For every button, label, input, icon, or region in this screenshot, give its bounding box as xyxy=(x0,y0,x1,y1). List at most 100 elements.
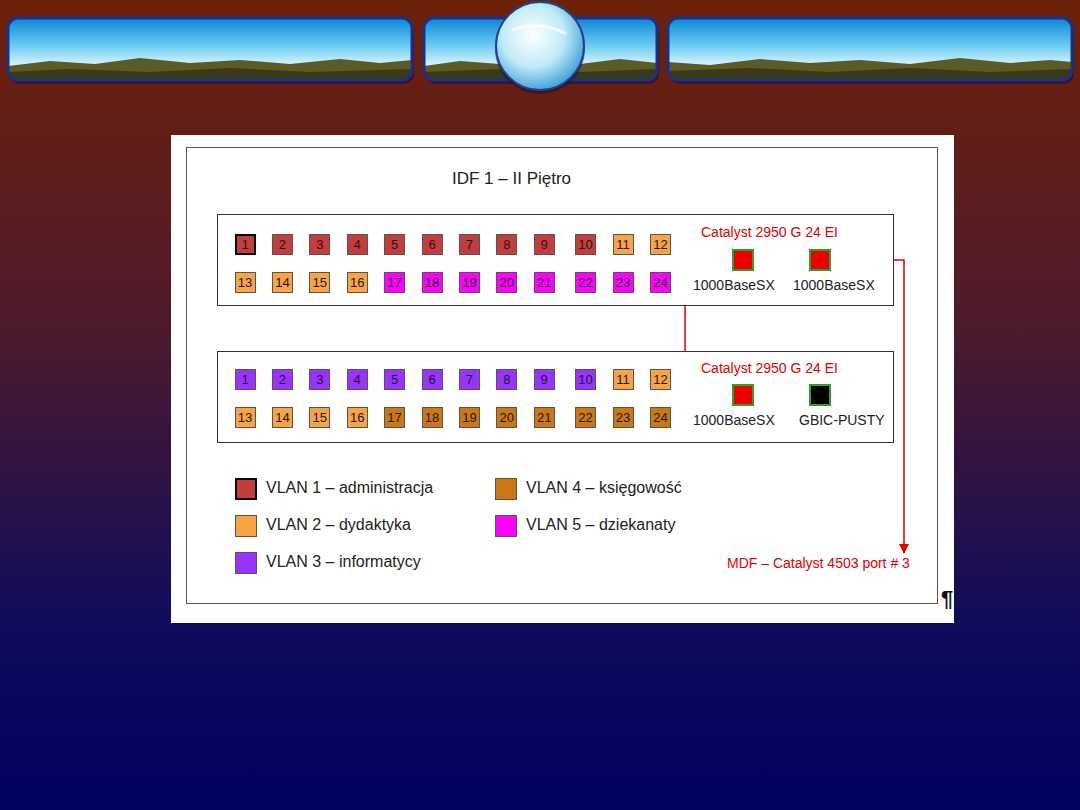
switch-model: Catalyst 2950 G 24 EI xyxy=(701,224,838,240)
port-square: 5 xyxy=(384,234,405,255)
port-number: 5 xyxy=(391,238,398,251)
port-square: 15 xyxy=(309,272,330,293)
gbic-module: 1000BaseSX xyxy=(732,249,754,271)
port-number: 15 xyxy=(313,411,327,424)
port-number: 4 xyxy=(354,373,361,386)
port-number: 23 xyxy=(616,411,630,424)
module-label: 1000BaseSX xyxy=(693,277,775,293)
port-number: 11 xyxy=(616,373,630,386)
port-square: 19 xyxy=(459,407,480,428)
legend-text: VLAN 3 – informatycy xyxy=(266,553,421,571)
port-number: 16 xyxy=(350,276,364,289)
port-number: 19 xyxy=(462,411,476,424)
port-square: 4 xyxy=(347,234,368,255)
port-square: 7 xyxy=(459,369,480,390)
port-number: 9 xyxy=(541,238,548,251)
port-square: 22 xyxy=(575,407,596,428)
port-square: 7 xyxy=(459,234,480,255)
legend-text: VLAN 4 – księgowość xyxy=(526,479,682,497)
switch-box: Catalyst 2950 G 24 EI1234567891011121314… xyxy=(217,351,894,443)
port-number: 2 xyxy=(279,373,286,386)
legend-text: VLAN 5 – dziekanaty xyxy=(526,516,675,534)
port-number: 24 xyxy=(653,276,667,289)
port-square: 13 xyxy=(235,272,256,293)
gbic-module: 1000BaseSX xyxy=(809,249,831,271)
port-square: 24 xyxy=(650,407,671,428)
port-square: 10 xyxy=(575,234,596,255)
port-number: 11 xyxy=(616,238,630,251)
port-square: 12 xyxy=(650,234,671,255)
port-number: 13 xyxy=(238,411,252,424)
port-number: 4 xyxy=(354,238,361,251)
port-number: 22 xyxy=(578,411,592,424)
port-number: 16 xyxy=(350,411,364,424)
port-number: 18 xyxy=(425,411,439,424)
port-square: 17 xyxy=(384,407,405,428)
port-square: 8 xyxy=(496,234,517,255)
port-number: 8 xyxy=(503,238,510,251)
port-square: 2 xyxy=(272,234,293,255)
port-number: 1 xyxy=(241,373,248,386)
port-number: 14 xyxy=(275,276,289,289)
legend-swatch xyxy=(235,515,257,537)
module-label: 1000BaseSX xyxy=(793,277,875,293)
uplink-target: MDF – Catalyst 4503 port # 3 xyxy=(725,554,912,572)
port-square: 17 xyxy=(384,272,405,293)
port-number: 10 xyxy=(578,373,592,386)
port-square: 9 xyxy=(534,234,555,255)
port-square: 11 xyxy=(613,234,634,255)
port-number: 5 xyxy=(391,373,398,386)
port-number: 10 xyxy=(578,238,592,251)
port-square: 2 xyxy=(272,369,293,390)
port-square: 15 xyxy=(309,407,330,428)
legend-swatch xyxy=(235,552,257,574)
port-square: 14 xyxy=(272,272,293,293)
port-number: 23 xyxy=(616,276,630,289)
legend-swatch xyxy=(495,515,517,537)
port-square: 11 xyxy=(613,369,634,390)
port-number: 8 xyxy=(503,373,510,386)
port-number: 14 xyxy=(275,411,289,424)
frame xyxy=(187,148,938,604)
port-number: 18 xyxy=(425,276,439,289)
legend-swatch xyxy=(235,478,257,500)
port-number: 3 xyxy=(316,238,323,251)
port-number: 6 xyxy=(428,373,435,386)
port-square: 21 xyxy=(534,272,555,293)
port-number: 12 xyxy=(653,238,667,251)
port-square: 4 xyxy=(347,369,368,390)
port-square: 5 xyxy=(384,369,405,390)
port-number: 20 xyxy=(500,276,514,289)
legend-swatch xyxy=(495,478,517,500)
port-square: 12 xyxy=(650,369,671,390)
legend-text: VLAN 1 – administracja xyxy=(266,479,433,497)
switch-box: Catalyst 2950 G 24 EI1234567891011121314… xyxy=(217,214,894,306)
port-square: 22 xyxy=(575,272,596,293)
gbic-module: 1000BaseSX xyxy=(732,384,754,406)
port-number: 13 xyxy=(238,276,252,289)
port-number: 21 xyxy=(537,276,551,289)
port-number: 24 xyxy=(653,411,667,424)
uplink-label: MDF – Catalyst 4503 port # 3 xyxy=(727,555,910,571)
port-square: 16 xyxy=(347,272,368,293)
port-number: 15 xyxy=(313,276,327,289)
port-square: 14 xyxy=(272,407,293,428)
port-number: 21 xyxy=(537,411,551,424)
port-square: 8 xyxy=(496,369,517,390)
port-number: 2 xyxy=(279,238,286,251)
switch-model: Catalyst 2950 G 24 EI xyxy=(701,360,838,376)
port-square: 6 xyxy=(422,369,443,390)
port-square: 10 xyxy=(575,369,596,390)
port-number: 7 xyxy=(466,373,473,386)
module-label: 1000BaseSX xyxy=(693,412,775,428)
port-square: 24 xyxy=(650,272,671,293)
port-number: 19 xyxy=(462,276,476,289)
port-square: 23 xyxy=(613,407,634,428)
port-square: 20 xyxy=(496,407,517,428)
port-number: 22 xyxy=(578,276,592,289)
header-banner xyxy=(8,2,1074,94)
port-number: 1 xyxy=(241,238,248,251)
pilcrow-mark: ¶ xyxy=(941,586,953,612)
